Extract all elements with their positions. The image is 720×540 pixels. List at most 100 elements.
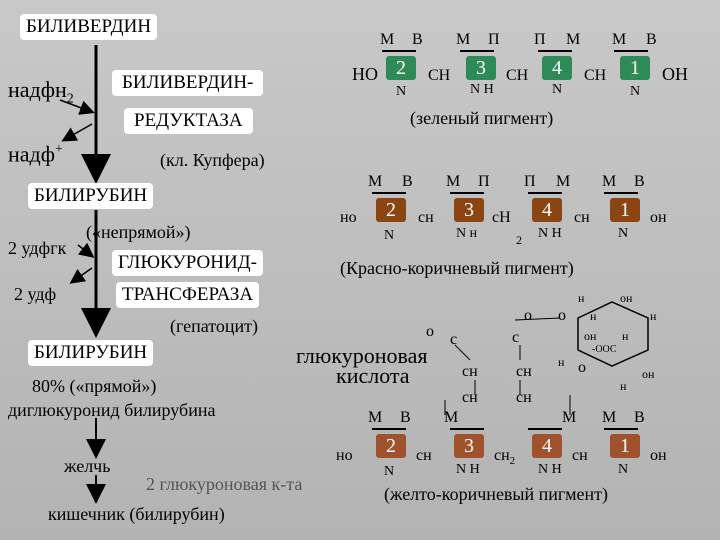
ch-group: сн: [462, 389, 478, 406]
ch-bridge: сн: [572, 447, 588, 464]
reductase-label-line1: БИЛИВЕРДИН-: [112, 70, 264, 96]
ho-group: но: [336, 447, 353, 464]
ch-bridge: СН: [428, 67, 451, 84]
ch-bridge: сн: [418, 209, 434, 226]
h-atom: н: [620, 379, 627, 393]
substituent: М: [456, 31, 471, 48]
pyrrole-ring-1: 1: [610, 198, 640, 222]
n-atom: N: [384, 464, 395, 479]
n-atom: N: [618, 226, 629, 241]
substituent: М: [612, 31, 627, 48]
h-atom: н: [578, 291, 585, 305]
glucuronic-ring: [577, 301, 649, 367]
intestine-label: кишечник (билирубин): [48, 504, 225, 524]
transferase-label-line1: ГЛЮКУРОНИД-: [112, 250, 263, 276]
oh-atom: он: [620, 291, 633, 305]
green-pigment-caption: (зеленый пигмент): [410, 108, 554, 128]
pyrrole-ring-3: 3: [466, 56, 496, 80]
subscript: 2: [516, 233, 522, 247]
bilirubin-label-1: БИЛИРУБИН: [28, 183, 154, 209]
nh-atom: N Н: [456, 462, 480, 477]
ch-group: сн: [462, 363, 478, 380]
substituent: В: [646, 31, 657, 48]
substituent: М: [562, 409, 577, 426]
oh-atom: он: [584, 329, 597, 343]
substituent: В: [634, 409, 645, 426]
reductase-label-line2: РЕДУКТАЗА: [124, 108, 253, 134]
pyrrole-ring-2: 2: [376, 198, 406, 222]
oh-group: ОН: [662, 64, 688, 84]
h-atom: н: [558, 355, 565, 369]
oh-atom: н: [650, 309, 657, 323]
n-atom: N: [396, 84, 407, 99]
arrow-nadp-out: [61, 123, 93, 142]
bilirubin-label-2: БИЛИРУБИН: [28, 340, 154, 366]
nadp-label: надф+: [8, 141, 63, 167]
pyrrole-ring-1: 1: [610, 434, 640, 458]
glucuronic-acid-label-line1: глюкуроновая: [296, 343, 428, 368]
substituent: М: [566, 31, 581, 48]
ch-group: сн: [516, 389, 532, 406]
ch2-bridge: сн2: [494, 447, 516, 468]
ring-oxygen: о: [558, 307, 566, 324]
ch-bridge: СН: [506, 67, 529, 84]
ch-bridge: сН: [492, 209, 511, 226]
h-atom: н: [622, 329, 629, 343]
o-atom: о: [426, 323, 434, 340]
ch-bridge: сн: [574, 209, 590, 226]
hepatocyte-label: (гепатоцит): [170, 316, 259, 336]
arrow-udp-out: [69, 267, 93, 284]
c-atom: с: [450, 331, 458, 348]
direct-label: 80% («прямой»): [32, 376, 157, 396]
carboxylate: -ООС: [592, 344, 617, 355]
o-atom: о: [578, 359, 586, 376]
bile-label: желчь: [64, 456, 111, 476]
substituent: М: [446, 173, 461, 190]
diglucuronide-label: диглюкуронид билирубина: [8, 400, 216, 420]
udpgk-label: 2 удфгк: [8, 238, 67, 258]
substituent: М: [602, 173, 617, 190]
substituent: В: [634, 173, 645, 190]
substituent: П: [478, 173, 490, 190]
kupffer-cell-label: (кл. Купфера): [160, 150, 265, 170]
substituent: П: [534, 31, 546, 48]
oh-atom: он: [642, 367, 655, 381]
pyrrole-ring-4: 4: [542, 56, 572, 80]
c-atom: с: [512, 329, 520, 346]
nh-atom: N Н: [470, 82, 494, 97]
udp-label: 2 удф: [14, 284, 57, 304]
n-atom: N: [552, 82, 563, 97]
pyrrole-ring-3: 3: [454, 198, 484, 222]
substituent: М: [368, 409, 383, 426]
nh-atom: N н: [456, 226, 478, 241]
substituent: В: [402, 173, 413, 190]
oh-group: он: [650, 447, 667, 464]
ch-group: сн: [516, 363, 532, 380]
substituent: М: [368, 173, 383, 190]
substituent: П: [524, 173, 536, 190]
indirect-label: («непрямой»): [86, 222, 191, 242]
nh-atom: N Н: [538, 226, 562, 241]
substituent: В: [412, 31, 423, 48]
n-atom: N: [618, 462, 629, 477]
ch-bridge: сн: [416, 447, 432, 464]
pyrrole-ring-2: 2: [376, 434, 406, 458]
glucuronic-acid-release-label: 2 глюкуроновая к-та: [146, 474, 303, 494]
n-atom: N: [630, 84, 641, 99]
substituent: М: [444, 409, 459, 426]
ho-group: НО: [352, 64, 378, 84]
ch-bridge: СН: [584, 67, 607, 84]
n-atom: N: [384, 228, 395, 243]
o-atom: о: [524, 307, 532, 324]
substituent: М: [380, 31, 395, 48]
pyrrole-ring-4: 4: [532, 198, 562, 222]
arrow-udpgk-in: [77, 242, 95, 258]
h-atom: н: [590, 309, 597, 323]
substituent: П: [488, 31, 500, 48]
substituent: В: [400, 409, 411, 426]
substituent: М: [602, 409, 617, 426]
arrow-nadph-in: [59, 99, 95, 115]
pyrrole-ring-4: 4: [532, 434, 562, 458]
red-brown-pigment-caption: (Красно-коричневый пигмент): [340, 258, 574, 278]
